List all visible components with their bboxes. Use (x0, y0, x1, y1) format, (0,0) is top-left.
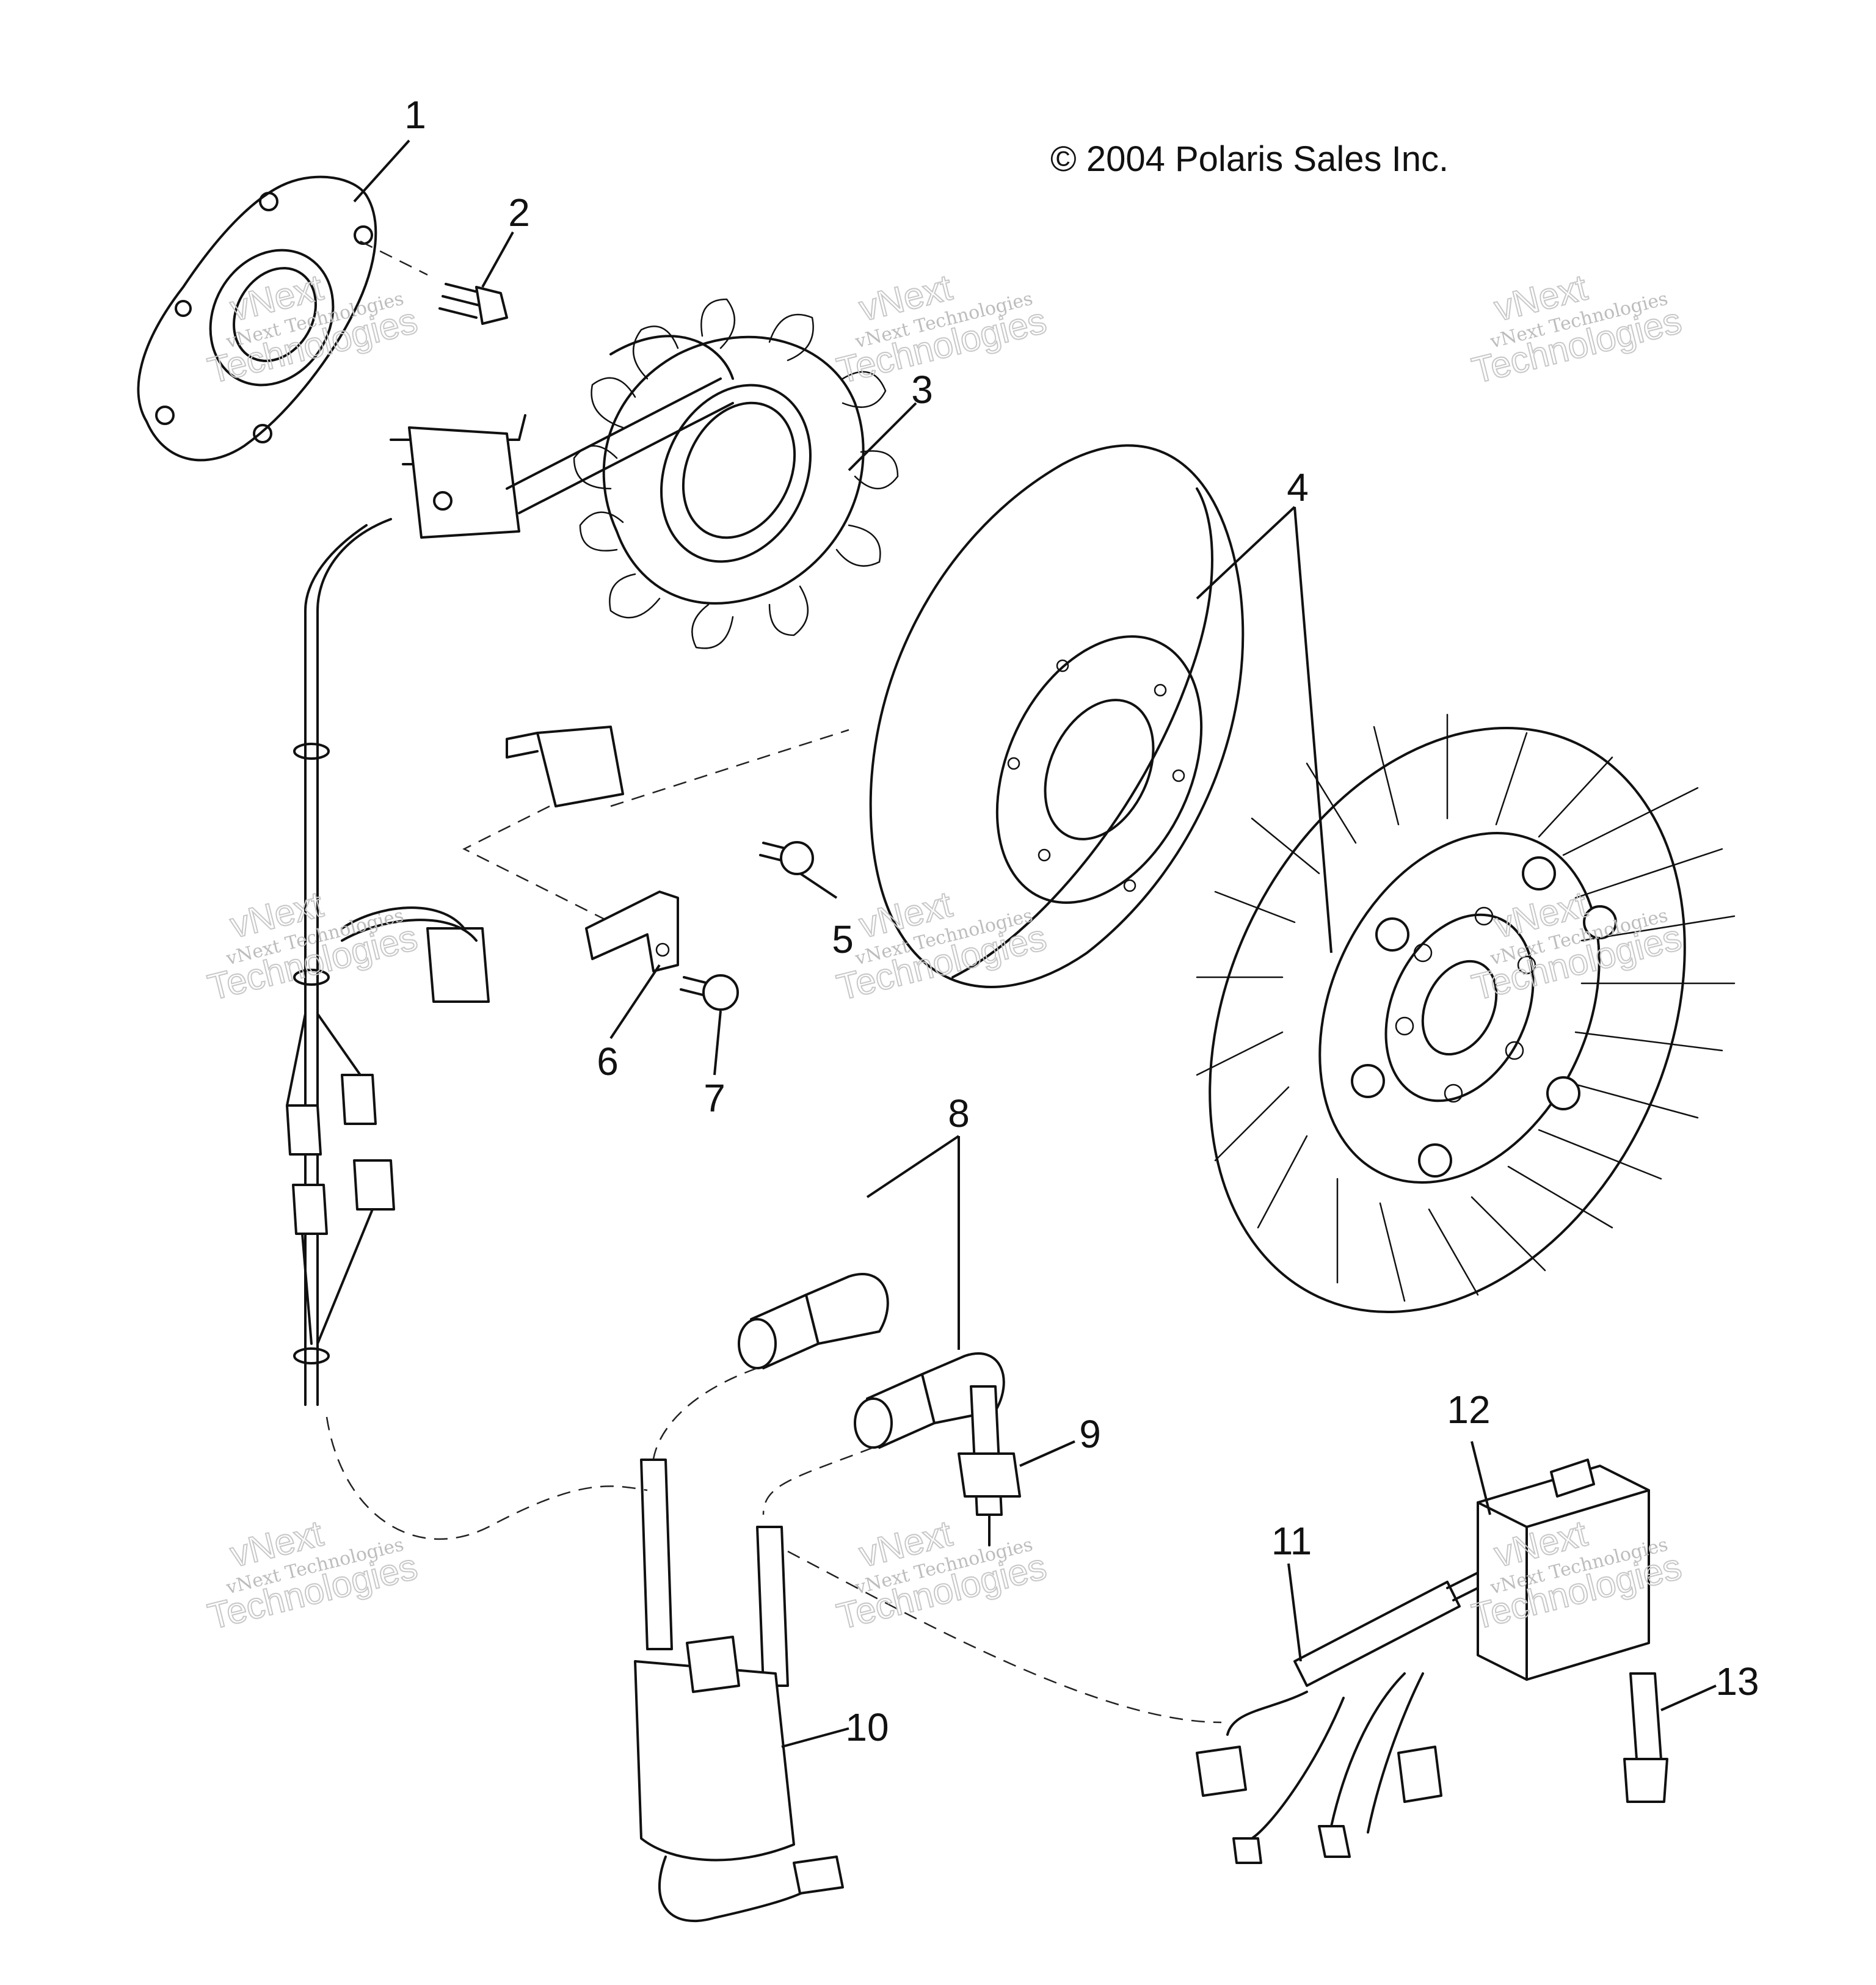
callout-13: 13 (1715, 1659, 1759, 1703)
part-4-flywheel (869, 444, 1245, 988)
part-13-terminal (1623, 1672, 1668, 1803)
part-8-spark-plug-caps (738, 1273, 1005, 1449)
callout-6: 6 (597, 1040, 619, 1084)
callout-5: 5 (832, 917, 854, 961)
callout-11: 11 (1271, 1519, 1312, 1563)
part-4-fan (1196, 713, 1736, 1314)
copyright-text: © 2004 Polaris Sales Inc. (1050, 139, 1449, 179)
watermark: vNext vNext Technologies Technologies (832, 266, 1051, 392)
callout-numbers: 1 2 3 4 5 6 7 8 9 10 11 12 13 (404, 93, 1759, 1749)
part-10-ignition-coil (325, 1367, 1222, 1922)
part-7-screw (680, 974, 739, 1011)
part-3-stator (286, 298, 899, 1406)
watermark: vNext vNext Technologies Technologies (832, 1512, 1051, 1637)
callout-12: 12 (1447, 1388, 1490, 1432)
callout-3: 3 (911, 368, 933, 412)
callout-7: 7 (704, 1076, 725, 1120)
part-11-wiring-harness (1196, 1562, 1503, 1864)
part-2-bolt (438, 283, 508, 325)
watermark: vNext vNext Technologies Technologies (1467, 266, 1686, 392)
part-5-screw (759, 841, 814, 875)
watermark: vNext vNext Technologies Technologies (1467, 1512, 1686, 1637)
callout-1: 1 (404, 93, 426, 137)
callout-9: 9 (1079, 1412, 1101, 1456)
part-9-spark-plug (958, 1385, 1021, 1546)
callout-10: 10 (845, 1705, 889, 1749)
leader-lines (353, 139, 1717, 1748)
watermark: vNext vNext Technologies Technologies (203, 1512, 422, 1637)
part-1-mounting-plate (137, 175, 428, 462)
part-6-bracket (585, 891, 679, 972)
callout-4: 4 (1287, 465, 1309, 509)
callout-2: 2 (508, 191, 530, 235)
part-12-cdi-box (1477, 1459, 1650, 1681)
callout-8: 8 (948, 1091, 970, 1135)
